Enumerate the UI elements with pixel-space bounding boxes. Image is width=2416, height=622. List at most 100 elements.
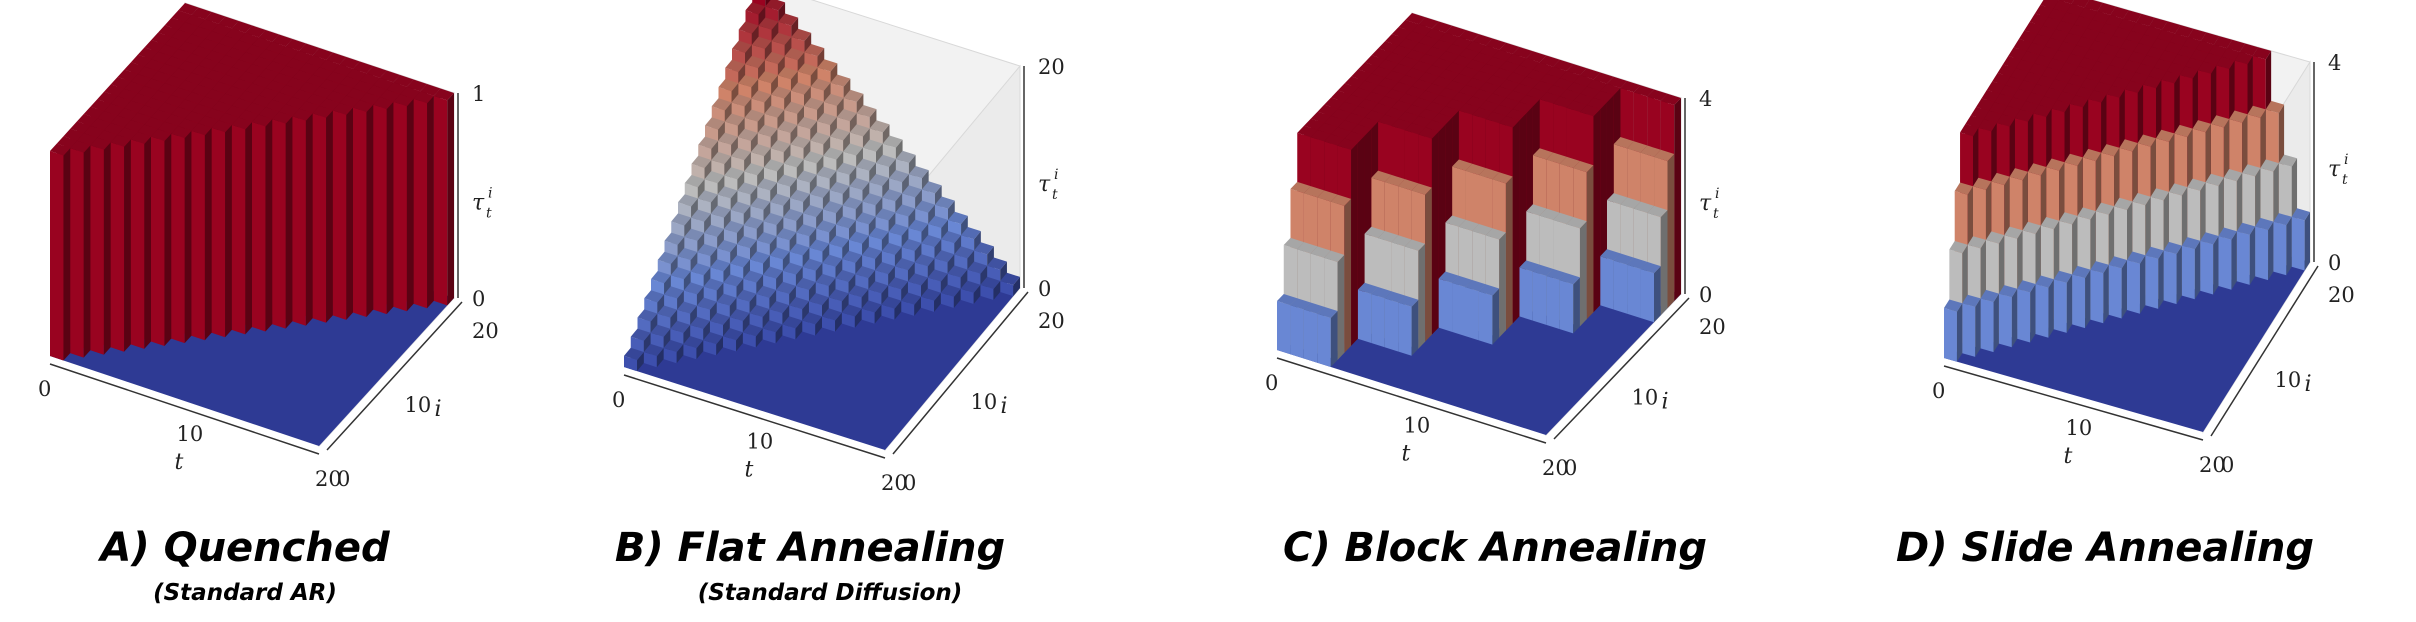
bar [373,97,394,315]
t-axis [49,363,320,455]
t-axis-label: t [2064,444,2073,469]
bar [110,134,131,352]
bar [2218,227,2237,290]
bar [723,328,743,352]
bar [802,312,822,336]
panel-b-subtitle: (Standard Diffusion) [697,580,963,606]
z-axis-label-sub: t [1713,206,1719,222]
t-axis [1276,357,1547,444]
i-tick-label: 0 [903,471,916,495]
t-tick-label: 0 [1932,379,1945,403]
panel-a-subtitle: (Standard AR) [153,580,337,606]
bar [312,105,333,323]
bar [683,335,704,360]
i-axis [2210,265,2319,437]
bar [130,132,151,349]
t-tick-label: 10 [2066,416,2093,440]
t-axis [1943,365,2204,441]
bar [1000,272,1020,297]
z-tick-label: 0 [1038,277,1051,301]
z-axis-label: τ [1699,191,1712,216]
i-axis-label: i [2305,372,2312,397]
bar [1478,284,1500,345]
z-axis-label-sub: t [486,206,492,222]
t-tick-label: 10 [747,430,774,454]
bar [2108,256,2127,319]
t-axis [623,374,886,459]
panel-a-title: A) Quenched [100,525,390,571]
bar [2236,222,2256,285]
bar [151,129,172,346]
bar [1640,261,1661,323]
z-axis-label-sub: t [1052,187,1058,203]
i-tick-label: 10 [405,393,432,417]
bar [272,111,293,329]
z-tick-label: 0 [472,287,485,311]
bar [231,117,252,335]
bar [624,347,644,372]
bar [782,316,803,340]
i-tick-label: 20 [472,319,499,343]
bar [2291,208,2310,271]
panel-b-title: B) Flat Annealing [614,525,1006,571]
i-axis [326,301,463,451]
t-tick-label: 0 [1265,371,1278,395]
z-axis-label-sup: i [488,186,492,202]
bar [2255,217,2274,281]
z-axis-label-sup: i [2344,152,2348,168]
bar [1962,294,1981,357]
bar [1980,289,1999,353]
panel-c-title: C) Block Annealing [1282,525,1708,571]
bar [2200,232,2219,295]
bar [292,108,313,326]
bar [2273,213,2292,276]
i-tick-label: 20 [2328,283,2355,307]
bar [353,100,374,317]
bar [901,292,921,316]
bar [1998,285,2018,348]
bar [2072,265,2091,329]
t-tick-label: 20 [315,467,342,491]
t-tick-label: 20 [2199,453,2226,477]
bar [1944,299,1963,362]
t-tick-label: 0 [38,377,51,401]
i-tick-label: 10 [1632,386,1659,410]
bar [663,339,684,364]
bar [90,137,111,355]
bar [171,126,192,344]
i-axis [1553,297,1690,440]
bar [2163,241,2182,305]
bar [393,94,414,312]
i-tick-label: 0 [337,467,350,491]
i-tick-label: 10 [971,390,998,414]
bar [191,123,212,341]
bar [2090,261,2109,324]
z-tick-label: 0 [2328,251,2341,275]
t-tick-label: 10 [1404,414,1431,438]
z-axis-label-sup: i [1715,186,1719,202]
bar [70,140,91,358]
t-tick-label: 10 [177,422,204,446]
bar [2181,237,2201,300]
t-tick-label: 0 [612,388,625,412]
bar [822,308,842,332]
bar [841,304,862,328]
bar [1317,306,1338,367]
z-tick-label: 4 [2328,51,2341,75]
bar [940,284,961,308]
i-axis [892,291,1029,455]
bar [703,332,723,356]
i-axis-label: i [435,397,442,422]
bar [921,288,941,312]
bar [2053,270,2073,333]
bar [252,114,273,332]
bar [211,120,232,338]
bar [2017,280,2036,343]
z-tick-label: 20 [1038,55,1065,79]
bar [433,88,454,306]
i-tick-label: 0 [2221,453,2234,477]
panel-d-title: D) Slide Annealing [1896,525,2314,571]
z-axis-label: τ [1038,172,1051,197]
